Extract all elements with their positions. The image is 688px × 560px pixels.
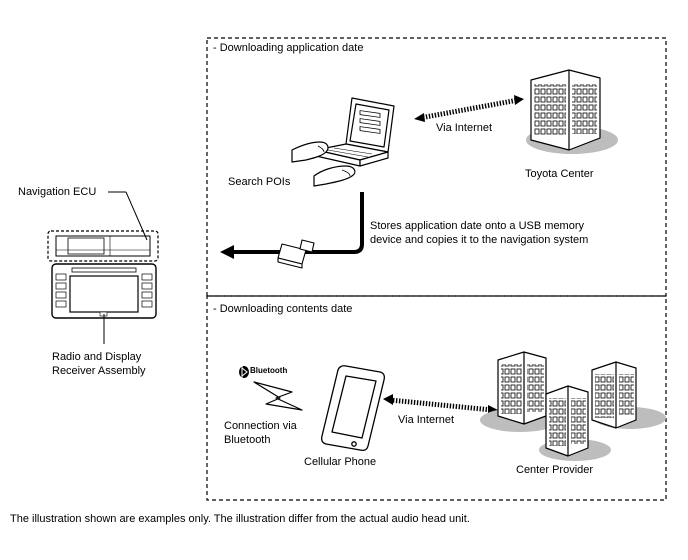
usb-memory-icon — [277, 239, 315, 269]
stores-description-line1: Stores application date onto a USB memor… — [370, 220, 585, 232]
top-section-title: - Downloading application date — [213, 42, 364, 54]
center-provider-buildings — [480, 351, 666, 461]
footer-note: The illustration shown are examples only… — [10, 513, 470, 525]
connection-via-label-line2: Bluetooth — [224, 434, 271, 446]
via-internet-bottom-label: Via Internet — [398, 414, 455, 426]
search-pois-label: Search POIs — [228, 176, 291, 188]
top-section-frame — [206, 37, 667, 297]
bottom-section-title: - Downloading contents date — [213, 303, 353, 315]
bottom-section-frame — [206, 295, 667, 501]
toyota-center-building — [526, 69, 618, 154]
cellular-phone-device — [320, 365, 386, 452]
navigation-ecu-device — [47, 230, 159, 262]
radio-display-receiver-device — [51, 263, 157, 319]
via-internet-top-label: Via Internet — [436, 122, 493, 134]
internet-signal-top — [414, 95, 524, 122]
bluetooth-signal-bolt-icon — [253, 381, 303, 411]
connection-via-label-line1: Connection via — [224, 420, 297, 432]
ecu-leader-line-down — [125, 191, 148, 241]
radio-display-label-line2: Receiver Assembly — [52, 365, 146, 377]
stores-description-line2: device and copies it to the navigation s… — [370, 234, 589, 246]
copy-arrowhead — [220, 245, 234, 259]
bluetooth-logo-icon — [239, 366, 249, 378]
center-provider-label: Center Provider — [516, 464, 594, 476]
cellular-phone-label: Cellular Phone — [304, 456, 377, 468]
bluetooth-logo-text: Bluetooth — [250, 366, 288, 375]
laptop-illustration — [291, 97, 395, 187]
copy-to-navigation-arrow — [232, 192, 364, 254]
internet-signal-bottom — [383, 394, 498, 416]
toyota-center-label: Toyota Center — [525, 168, 594, 180]
radio-display-label-line1: Radio and Display — [52, 351, 142, 363]
navigation-ecu-label: Navigation ECU — [18, 186, 97, 198]
